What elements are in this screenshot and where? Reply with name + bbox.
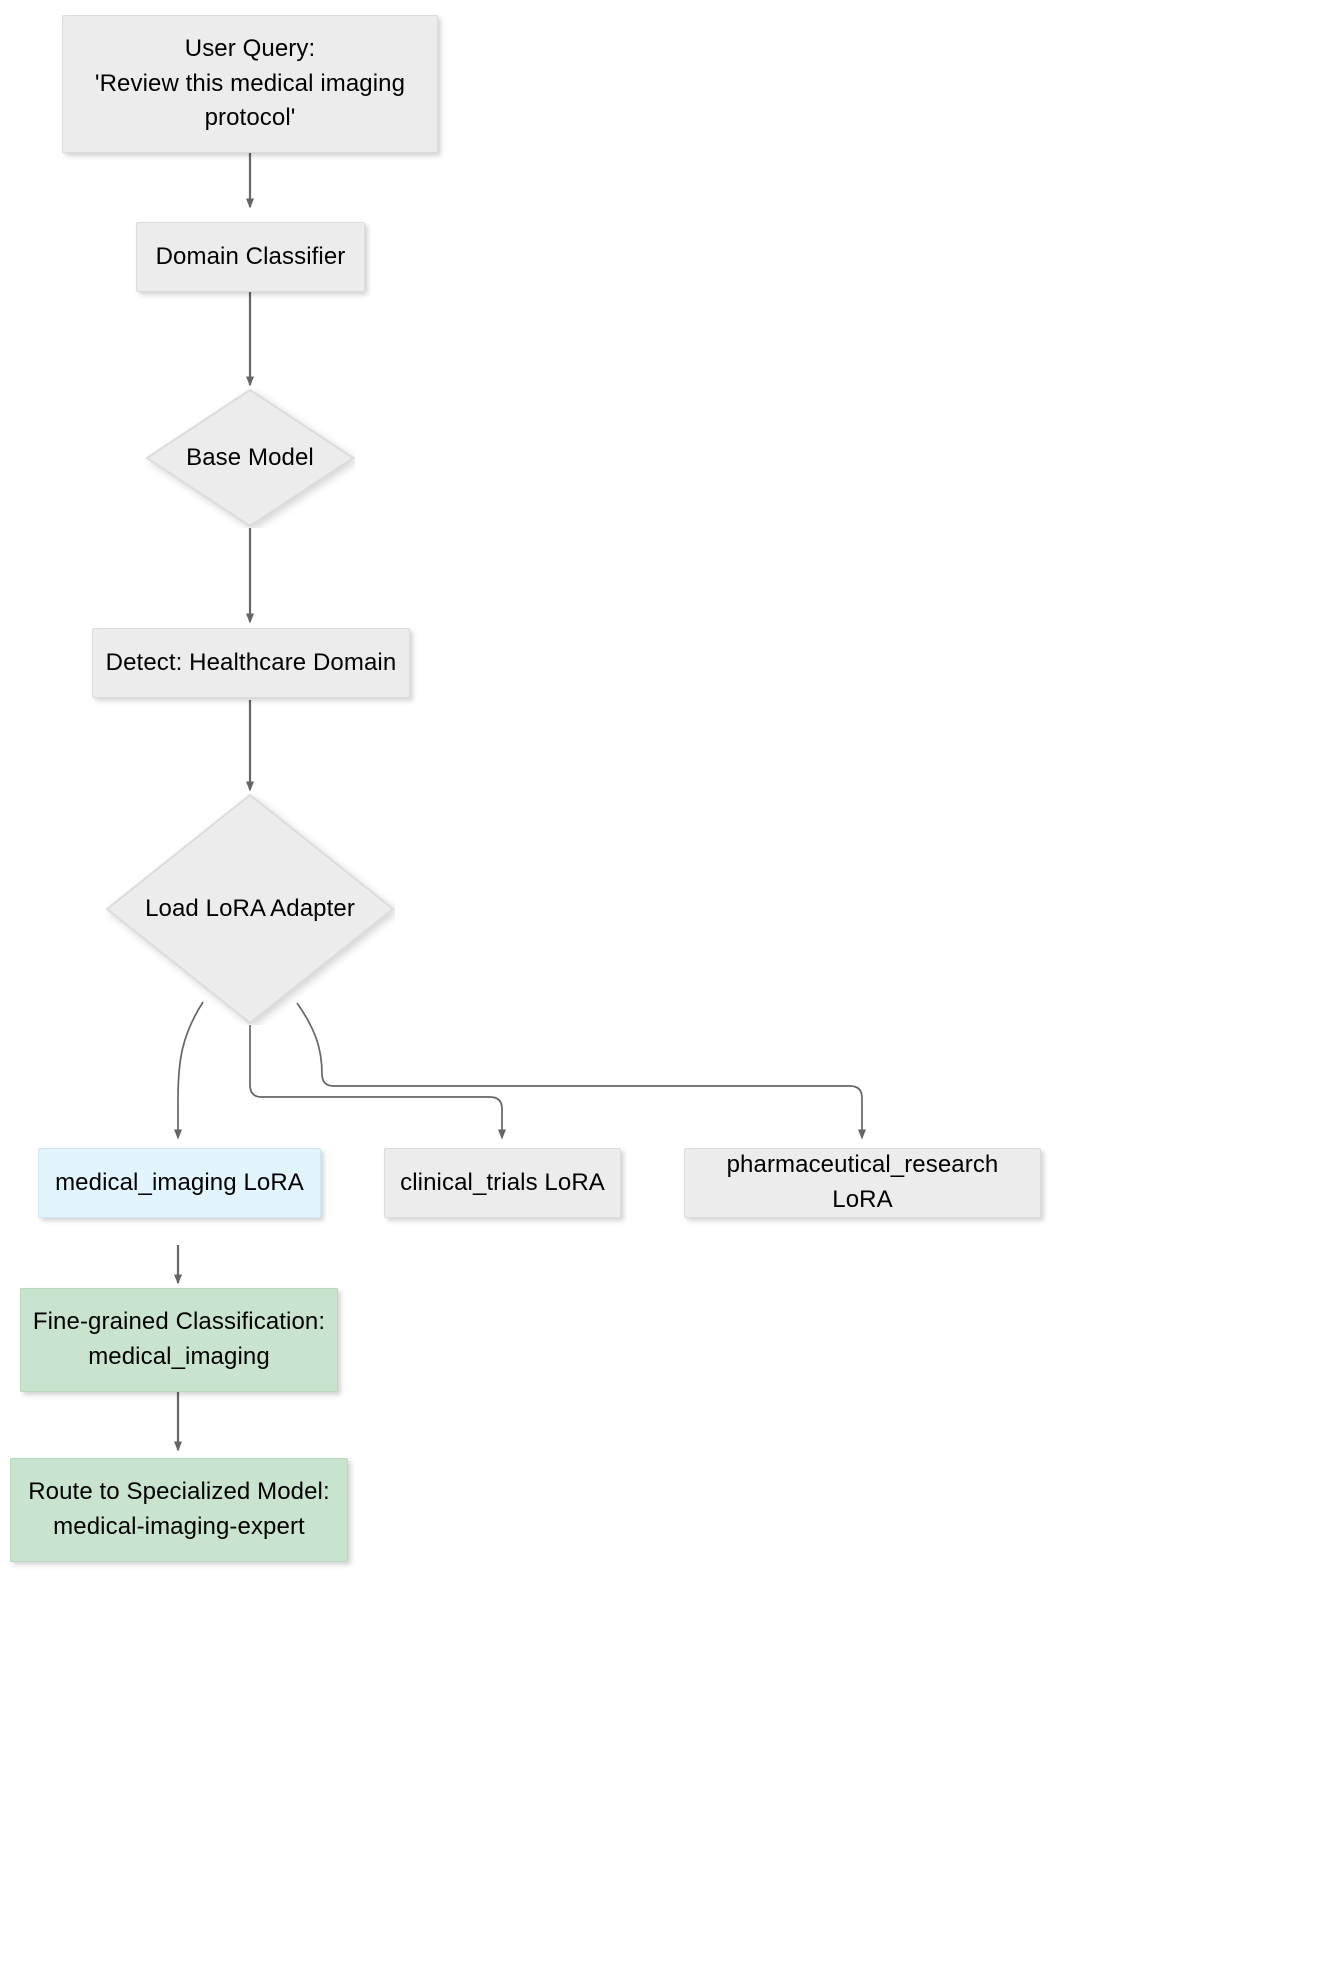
node-pharmaceutical-research-lora-label: pharmaceutical_research LoRA <box>726 1151 999 1213</box>
node-fine-grained-classification-label: Fine-grained Classification: medical_ima… <box>32 1308 326 1370</box>
node-medical-imaging-lora-label: medical_imaging LoRA <box>55 1168 304 1196</box>
node-user-query[interactable]: User Query: 'Review this medical imaging… <box>62 15 438 153</box>
node-domain-classifier-label: Domain Classifier <box>155 242 346 270</box>
node-route-to-specialized-model-label: Route to Specialized Model: medical-imag… <box>28 1478 330 1540</box>
load-lora-adapter-diamond-shape <box>105 793 395 1025</box>
node-fine-grained-classification[interactable]: Fine-grained Classification: medical_ima… <box>20 1288 338 1392</box>
node-load-lora-adapter-label: Load LoRA Adapter <box>145 894 355 922</box>
node-detect-healthcare-domain-label: Detect: Healthcare Domain <box>105 648 397 676</box>
node-user-query-label: User Query: 'Review this medical imaging… <box>94 34 406 132</box>
node-pharmaceutical-research-lora[interactable]: pharmaceutical_research LoRA <box>684 1148 1041 1218</box>
edge-load-lora-adapter-to-clinical-trials-lora <box>249 1025 506 1140</box>
node-domain-classifier[interactable]: Domain Classifier <box>136 222 365 292</box>
node-medical-imaging-lora[interactable]: medical_imaging LoRA <box>38 1148 321 1218</box>
node-load-lora-adapter[interactable]: Load LoRA Adapter <box>105 793 395 1025</box>
node-route-to-specialized-model[interactable]: Route to Specialized Model: medical-imag… <box>10 1458 348 1562</box>
node-detect-healthcare-domain[interactable]: Detect: Healthcare Domain <box>92 628 410 698</box>
node-clinical-trials-lora-label: clinical_trials LoRA <box>400 1168 605 1196</box>
node-clinical-trials-lora[interactable]: clinical_trials LoRA <box>384 1148 621 1218</box>
base-model-diamond-shape <box>145 388 355 528</box>
node-base-model[interactable]: Base Model <box>145 388 355 528</box>
node-base-model-label: Base Model <box>186 443 314 471</box>
